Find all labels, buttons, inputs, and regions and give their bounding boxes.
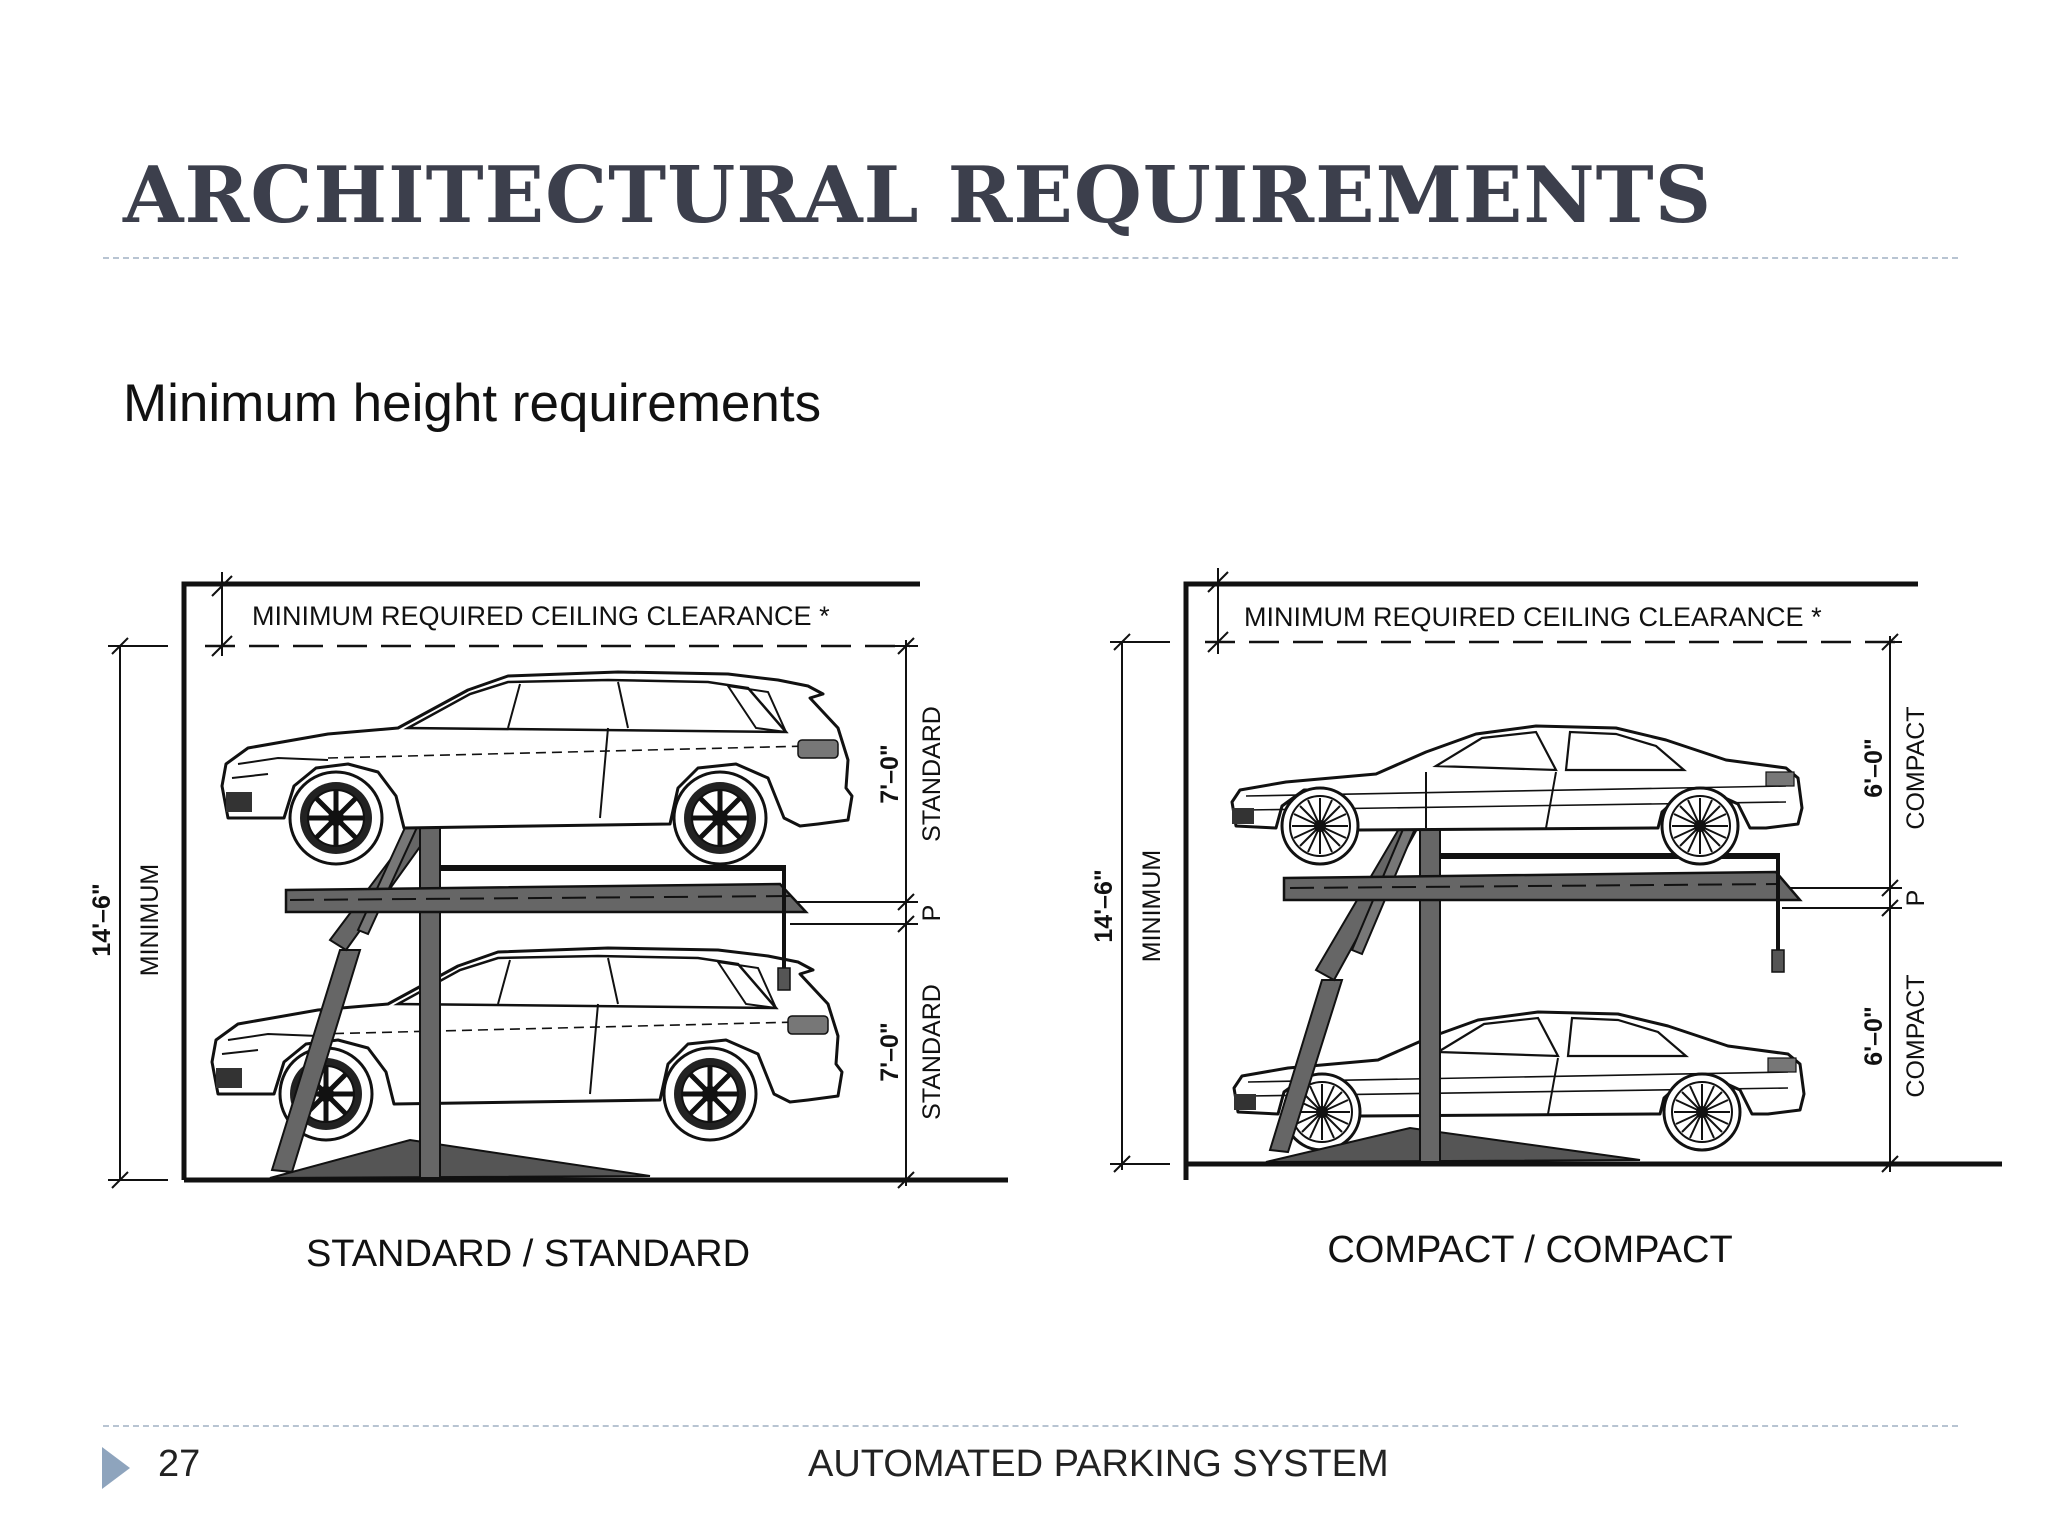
- platform-label: P: [1902, 890, 1930, 907]
- total-height-value: 14'–6": [1090, 869, 1118, 942]
- ceiling-clearance-label: MINIMUM REQUIRED CEILING CLEARANCE *: [252, 601, 830, 631]
- diagram-standard: MINIMUM REQUIRED CEILING CLEARANCE * 14'…: [88, 572, 1008, 1275]
- total-height-label: MINIMUM: [1138, 850, 1166, 962]
- enclosure-wall: [181, 581, 920, 1180]
- lower-height-label: STANDARD: [918, 984, 946, 1120]
- lift-structure: [269, 806, 809, 1179]
- footer-title: AUTOMATED PARKING SYSTEM: [808, 1443, 1389, 1485]
- upper-height-value: 6'–0": [1860, 738, 1888, 798]
- ceiling-clearance-label: MINIMUM REQUIRED CEILING CLEARANCE *: [1244, 602, 1822, 632]
- total-height-label: MINIMUM: [136, 864, 164, 976]
- upper-vehicle: [1230, 724, 1804, 866]
- footer-divider: [103, 1425, 1958, 1427]
- triangle-bullet-icon: [102, 1447, 130, 1489]
- upper-height-label: COMPACT: [1902, 706, 1930, 829]
- lower-height-value: 7'–0": [876, 1022, 904, 1082]
- upper-vehicle: [222, 672, 852, 864]
- diagram-caption: STANDARD / STANDARD: [306, 1233, 750, 1275]
- upper-height-value: 7'–0": [876, 744, 904, 804]
- slide-title: ARCHITECTURAL REQUIREMENTS: [123, 150, 1713, 241]
- lower-height-value: 6'–0": [1860, 1006, 1888, 1066]
- diagram-caption: COMPACT / COMPACT: [1327, 1229, 1732, 1271]
- title-divider: [103, 257, 1958, 259]
- page-number: 27: [158, 1443, 201, 1485]
- lift-structure: [1265, 799, 1803, 1163]
- total-height-value: 14'–6": [88, 883, 116, 956]
- upper-height-label: STANDARD: [918, 706, 946, 842]
- platform-label: P: [918, 905, 946, 922]
- enclosure-wall: [1183, 581, 1918, 1180]
- slide-subtitle: Minimum height requirements: [123, 374, 822, 433]
- diagram-compact: MINIMUM REQUIRED CEILING CLEARANCE * 14'…: [1090, 568, 2002, 1271]
- lower-height-label: COMPACT: [1902, 974, 1930, 1097]
